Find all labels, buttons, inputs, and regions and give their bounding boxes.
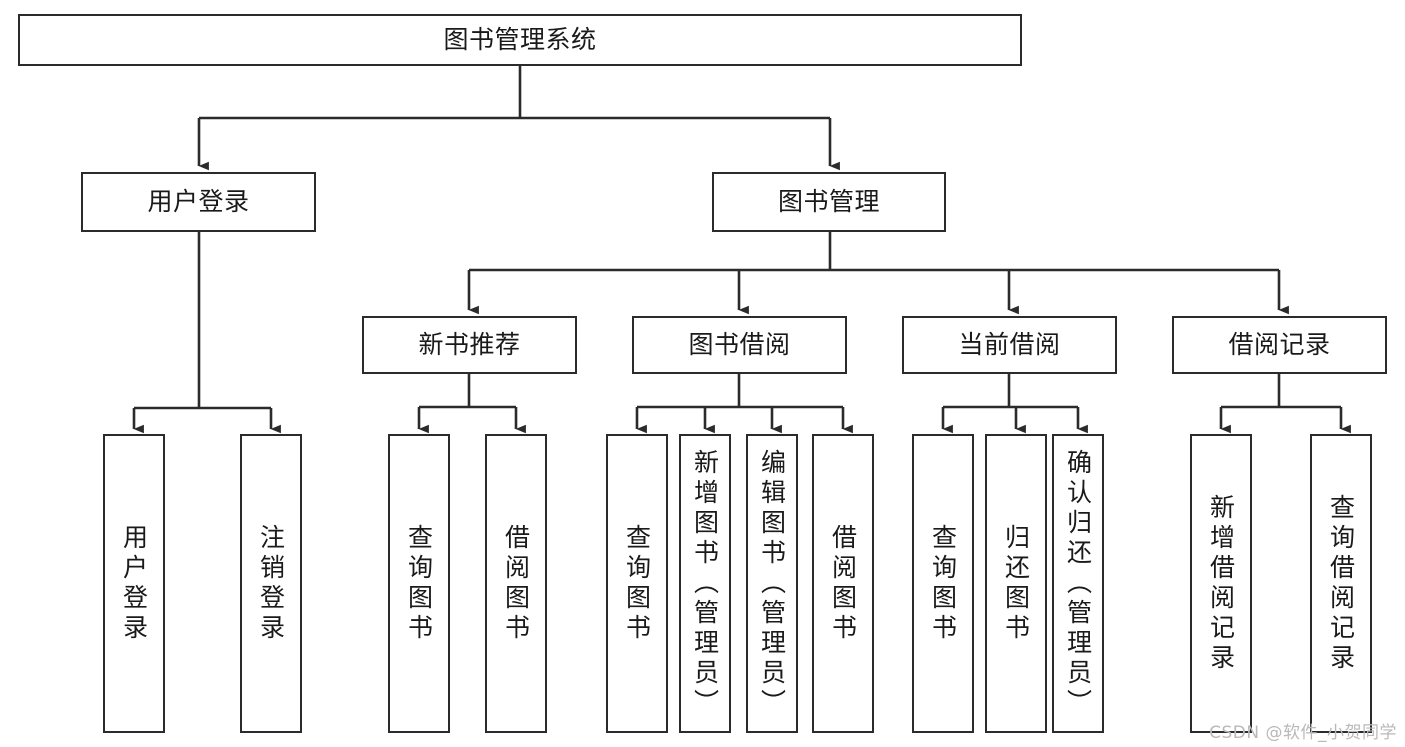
node-borrow-record-label: 借阅记录	[1228, 329, 1331, 359]
node-leaf-return-book-label: 归还图书	[1001, 523, 1031, 644]
node-leaf-borrow-book-rec-label: 借阅图书	[501, 523, 531, 644]
node-leaf-confirm-return[interactable]: 确认归还（管理员）	[1052, 434, 1104, 733]
node-leaf-borrow-book-label: 借阅图书	[828, 523, 858, 644]
node-leaf-edit-book[interactable]: 编辑图书（管理员）	[746, 434, 798, 733]
node-leaf-edit-book-label: 编辑图书（管理员）	[757, 448, 787, 719]
node-current-borrow-label: 当前借阅	[958, 329, 1061, 359]
node-leaf-add-record[interactable]: 新增借阅记录	[1190, 434, 1252, 733]
node-leaf-return-book[interactable]: 归还图书	[985, 434, 1047, 733]
node-leaf-borrow-book[interactable]: 借阅图书	[812, 434, 874, 733]
node-leaf-user-logout[interactable]: 注销登录	[240, 434, 302, 733]
node-book-manage[interactable]: 图书管理	[712, 172, 946, 232]
node-leaf-borrow-book-rec[interactable]: 借阅图书	[485, 434, 547, 733]
node-current-borrow[interactable]: 当前借阅	[902, 316, 1117, 374]
node-book-borrow-label: 图书借阅	[688, 329, 791, 359]
node-leaf-user-login[interactable]: 用户登录	[103, 434, 165, 733]
node-leaf-user-logout-label: 注销登录	[256, 523, 286, 644]
node-leaf-query-book-cur[interactable]: 查询图书	[912, 434, 974, 733]
node-new-book-rec[interactable]: 新书推荐	[362, 316, 577, 374]
node-leaf-add-book[interactable]: 新增图书（管理员）	[679, 434, 731, 733]
node-book-borrow[interactable]: 图书借阅	[632, 316, 847, 374]
node-user-login[interactable]: 用户登录	[81, 172, 316, 232]
node-leaf-add-record-label: 新增借阅记录	[1206, 493, 1236, 674]
node-leaf-user-login-label: 用户登录	[119, 523, 149, 644]
node-leaf-query-book-borrow-label: 查询图书	[622, 523, 652, 644]
node-leaf-query-book-borrow[interactable]: 查询图书	[606, 434, 668, 733]
node-borrow-record[interactable]: 借阅记录	[1172, 316, 1387, 374]
node-leaf-query-book-rec-label: 查询图书	[404, 523, 434, 644]
csdn-watermark: CSDN @软件_小贺同学	[1209, 723, 1397, 743]
node-leaf-query-book-cur-label: 查询图书	[928, 523, 958, 644]
node-root[interactable]: 图书管理系统	[18, 14, 1022, 66]
node-leaf-query-record-label: 查询借阅记录	[1326, 493, 1356, 674]
node-user-login-label: 用户登录	[147, 186, 250, 216]
node-leaf-query-book-rec[interactable]: 查询图书	[388, 434, 450, 733]
node-leaf-query-record[interactable]: 查询借阅记录	[1310, 434, 1372, 733]
node-book-manage-label: 图书管理	[777, 186, 880, 216]
node-new-book-rec-label: 新书推荐	[418, 329, 521, 359]
node-leaf-add-book-label: 新增图书（管理员）	[690, 448, 720, 719]
node-leaf-confirm-return-label: 确认归还（管理员）	[1063, 448, 1093, 719]
node-root-label: 图书管理系统	[443, 24, 597, 54]
